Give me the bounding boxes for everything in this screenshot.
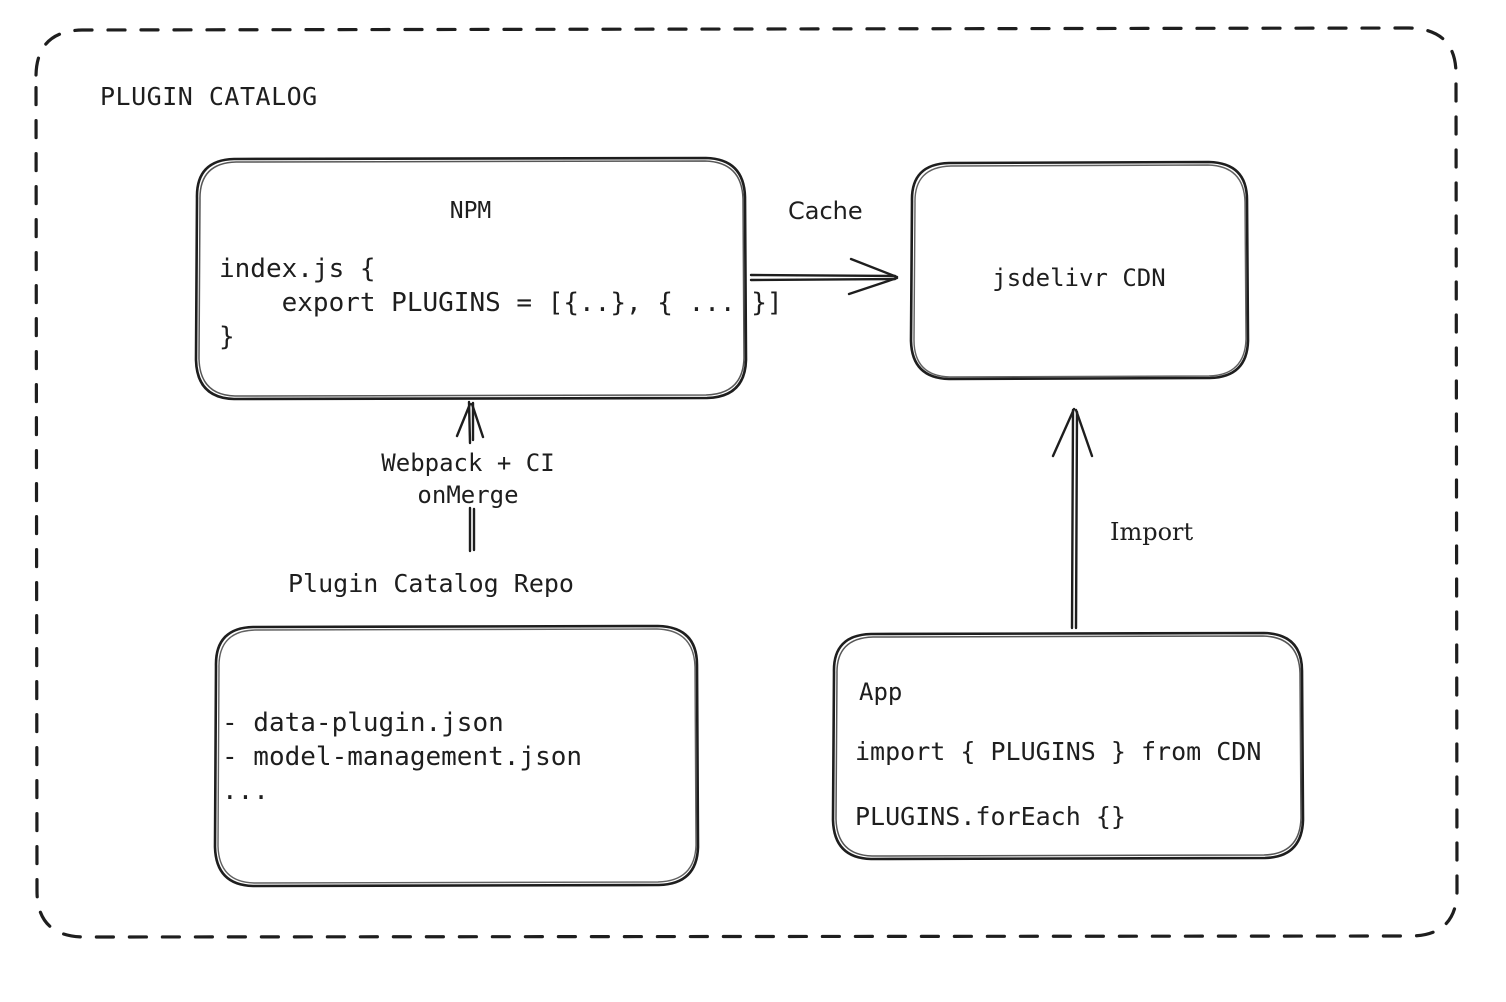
group-title: PLUGIN CATALOG — [100, 82, 318, 111]
import-arrow — [1051, 407, 1094, 630]
cache-edge-label: Cache — [788, 197, 863, 225]
webpack-edge-label-line-2: onMerge — [417, 481, 519, 509]
cdn-title: jsdelivr CDN — [992, 264, 1166, 292]
npm-code-line-3: } — [219, 322, 235, 352]
npm-code-line-1: index.js { — [219, 254, 376, 284]
repo-item-3: ... — [222, 776, 269, 806]
app-code-line-1: import { PLUGINS } from CDN — [855, 737, 1262, 766]
app-title: App — [859, 678, 903, 706]
repo-item-2: - model-management.json — [222, 742, 583, 772]
app-code-line-2: PLUGINS.forEach {} — [855, 802, 1126, 831]
npm-code-line-2: export PLUGINS = [{..}, { ... }] — [219, 288, 783, 318]
import-edge-label: Import — [1110, 518, 1194, 546]
repo-item-1: - data-plugin.json — [222, 708, 504, 738]
repo-caption: Plugin Catalog Repo — [288, 569, 574, 598]
npm-title: NPM — [449, 198, 492, 224]
webpack-edge-label-line-1: Webpack + CI — [381, 449, 555, 477]
